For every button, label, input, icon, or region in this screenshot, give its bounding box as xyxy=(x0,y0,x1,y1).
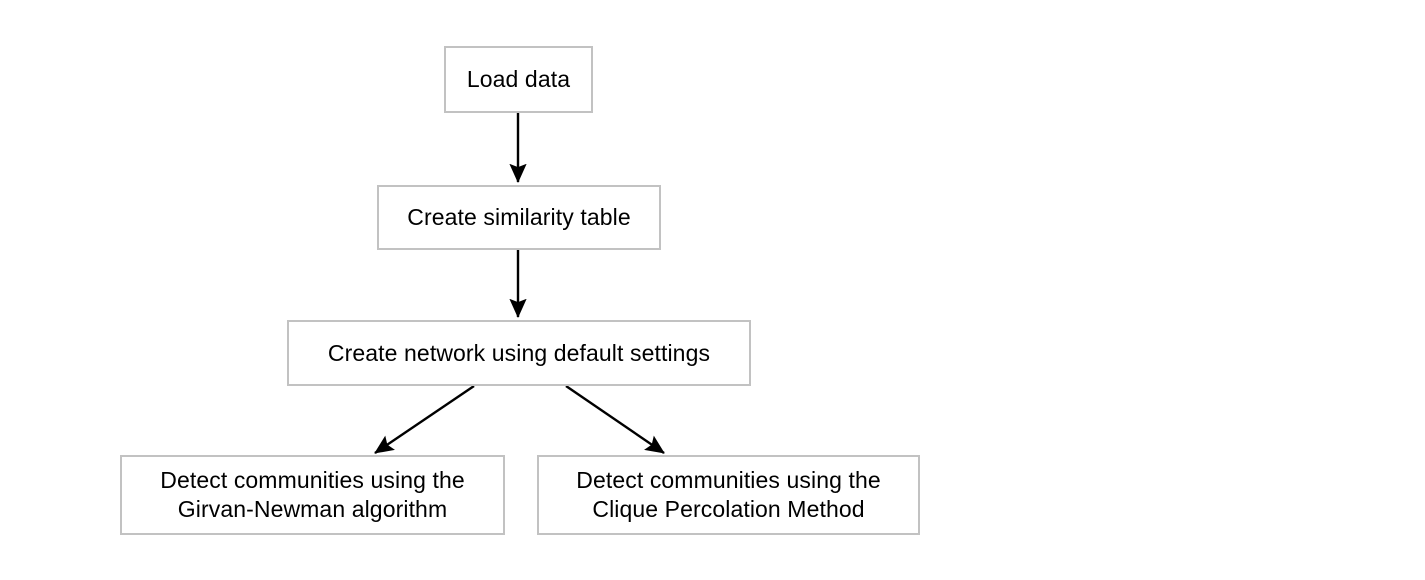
node-detect-girvan-newman[interactable]: Detect communities using the Girvan-Newm… xyxy=(120,455,505,535)
node-detect-clique-percolation[interactable]: Detect communities using the Clique Perc… xyxy=(537,455,920,535)
node-load-data-label: Load data xyxy=(466,66,571,92)
node-create-similarity-table-label: Create similarity table xyxy=(407,204,631,230)
edge-network-to-girvan-newman xyxy=(374,385,475,454)
node-create-network[interactable]: Create network using default settings xyxy=(287,320,751,386)
node-create-network-label: Create network using default settings xyxy=(327,339,711,366)
node-create-similarity-table[interactable]: Create similarity table xyxy=(377,185,661,250)
edge-network-to-clique-percolation xyxy=(565,385,665,454)
node-detect-girvan-newman-label: Detect communities using the Girvan-Newm… xyxy=(160,467,465,522)
node-detect-clique-percolation-label: Detect communities using the Clique Perc… xyxy=(576,467,881,522)
node-load-data[interactable]: Load data xyxy=(444,46,593,113)
